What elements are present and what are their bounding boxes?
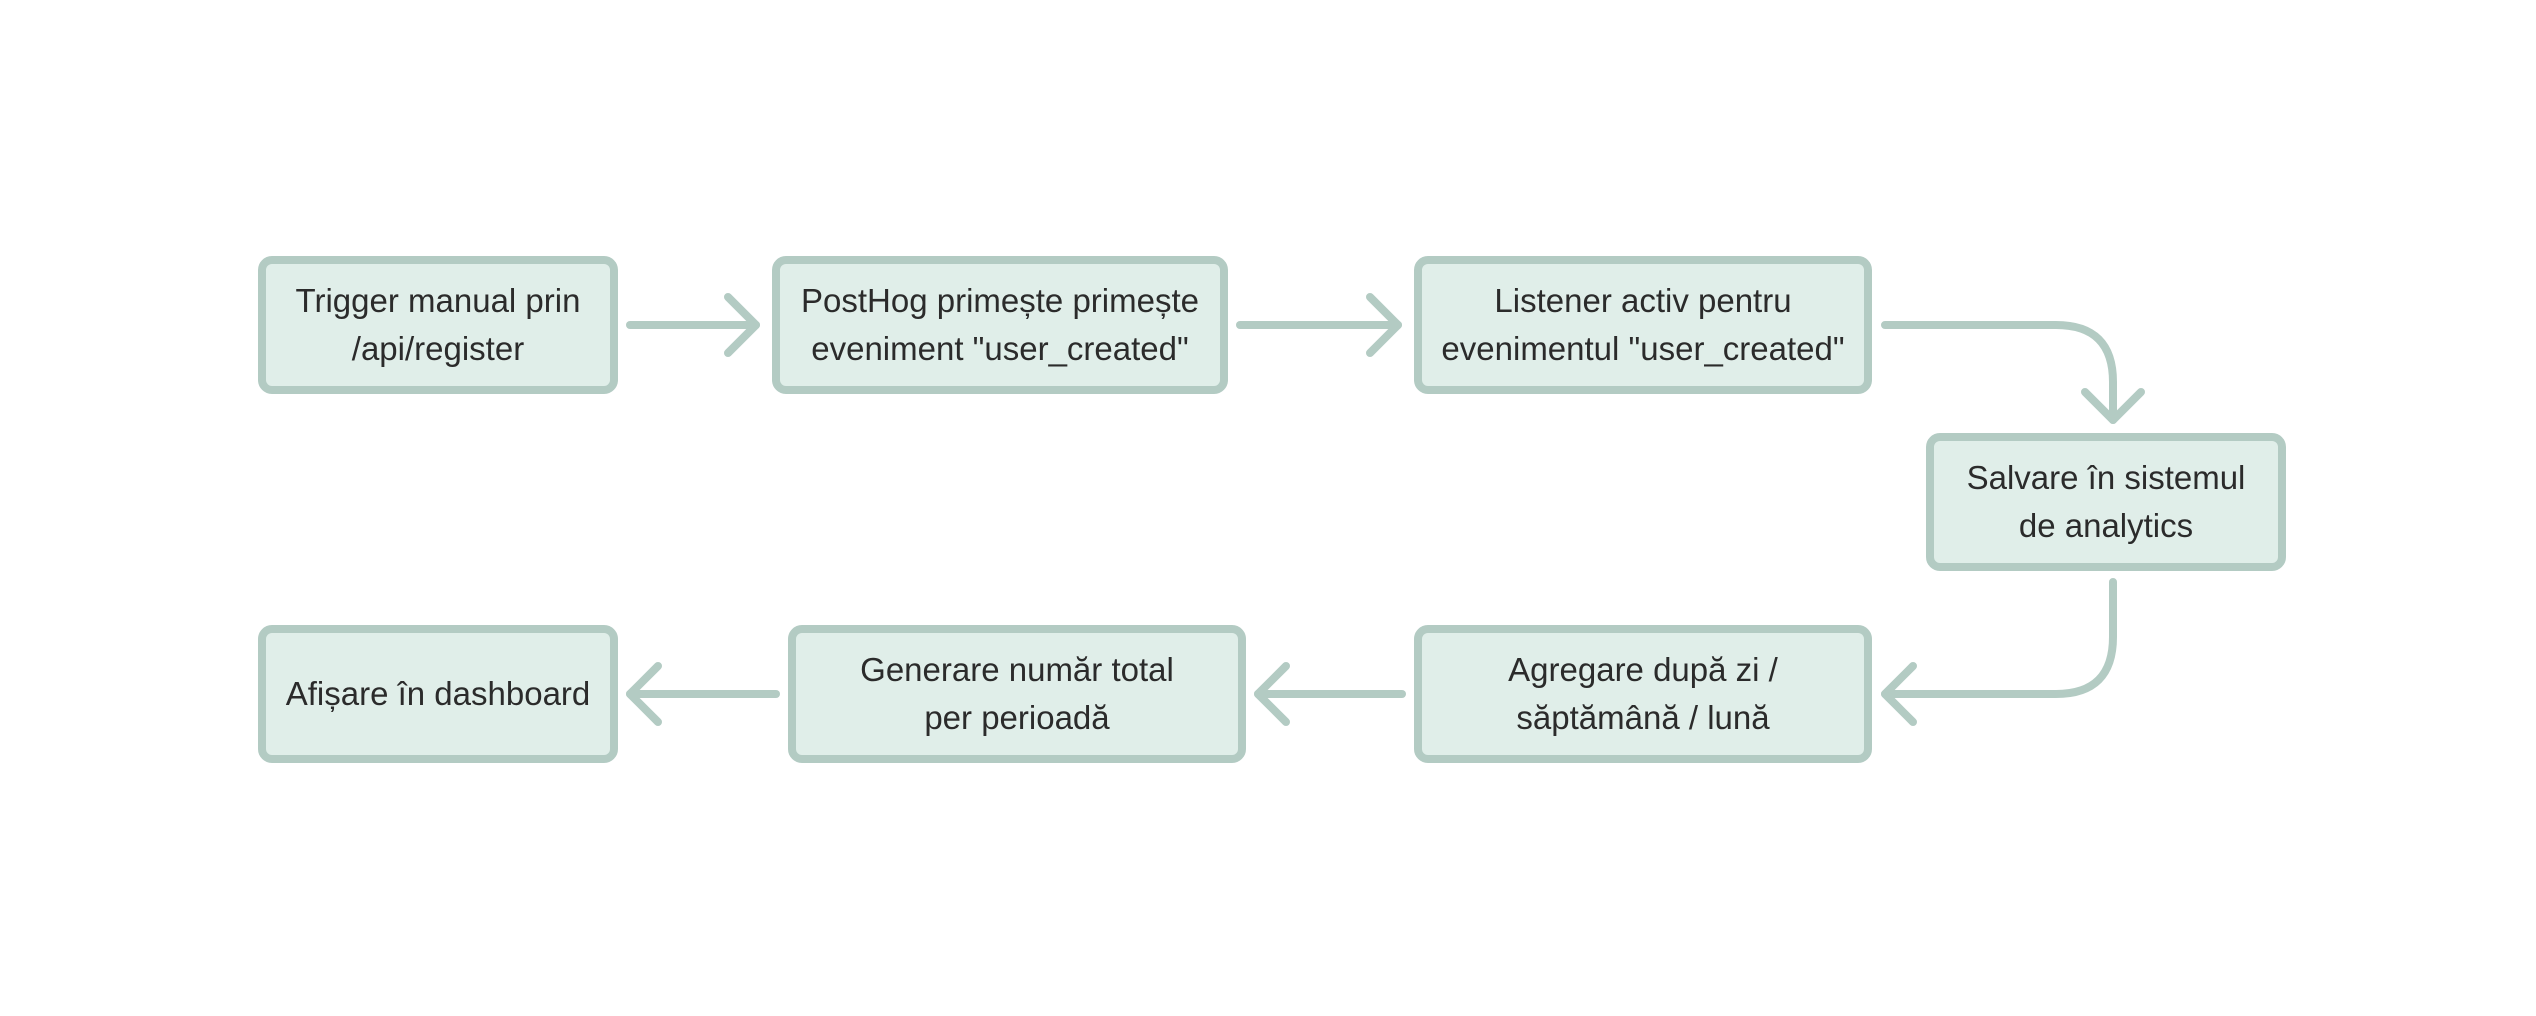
node-generate: Generare număr total per perioadă bbox=[788, 625, 1246, 763]
node-display-label: Afișare în dashboard bbox=[285, 675, 591, 712]
node-aggregate-label: Agregare după zi / săptămână / lună bbox=[1508, 651, 1778, 736]
node-posthog: PostHog primește primește eveniment "use… bbox=[772, 256, 1228, 394]
connector-aggregate-to-generate bbox=[1254, 662, 1406, 726]
connector-generate-to-display bbox=[626, 662, 780, 726]
node-posthog-label: PostHog primește primește eveniment "use… bbox=[801, 282, 1199, 367]
node-save: Salvare în sistemul de analytics bbox=[1926, 433, 2286, 571]
node-listener-label: Listener activ pentru evenimentul "user_… bbox=[1441, 282, 1845, 367]
node-trigger: Trigger manual prin /api/register bbox=[258, 256, 618, 394]
connector-listener-to-save bbox=[1881, 321, 2145, 424]
node-aggregate: Agregare după zi / săptămână / lună bbox=[1414, 625, 1872, 763]
node-listener: Listener activ pentru evenimentul "user_… bbox=[1414, 256, 1872, 394]
node-trigger-label: Trigger manual prin /api/register bbox=[295, 282, 581, 367]
connector-save-to-aggregate bbox=[1881, 578, 2117, 726]
node-display: Afișare în dashboard bbox=[258, 625, 618, 763]
node-save-label: Salvare în sistemul de analytics bbox=[1966, 459, 2246, 544]
connector-trigger-to-posthog bbox=[626, 293, 760, 357]
node-generate-label: Generare număr total per perioadă bbox=[860, 651, 1174, 736]
connector-posthog-to-listener bbox=[1236, 293, 1402, 357]
